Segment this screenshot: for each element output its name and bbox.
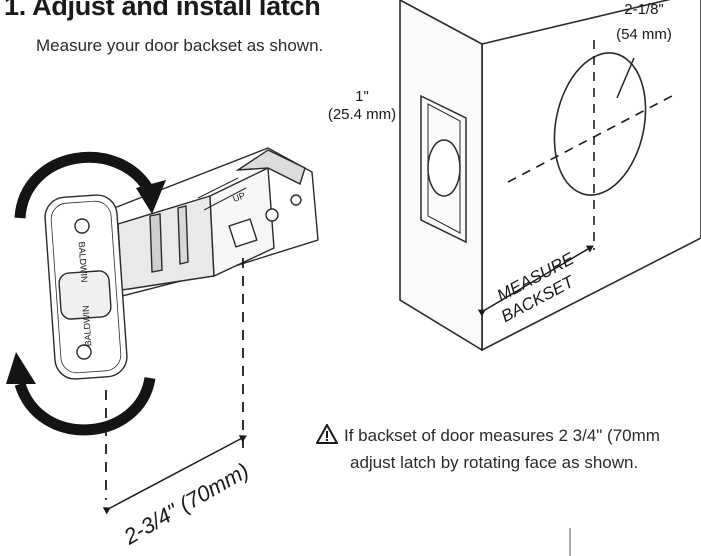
latch-illustration: [44, 147, 319, 380]
centerlines: [507, 40, 673, 250]
page-title: 1. Adjust and install latch: [4, 0, 321, 21]
edge-bore-label: 1": [355, 88, 369, 105]
warning-triangle-icon: [316, 424, 338, 444]
cross-bore-hole: [553, 52, 647, 196]
rotate-arrow-head-bottom: [6, 352, 36, 384]
edge-bore-metric-label: (25.4 mm): [328, 106, 396, 123]
hole-size-label: 2-1/8": [624, 1, 664, 18]
brand-engraving-top: BALDWIN: [77, 241, 90, 283]
edge-bore: [420, 94, 467, 244]
rotation-arrows: [14, 151, 156, 436]
latch-dimension-label: 2-3/4" (70mm): [119, 458, 253, 550]
note-line-1: If backset of door measures 2 3/4" (70mm: [344, 426, 660, 445]
backset-dimension: [477, 245, 594, 317]
hole-size-metric-label: (54 mm): [616, 26, 672, 43]
brand-engraving-bottom: BALDWIN: [81, 305, 94, 347]
note-line-2: adjust latch by rotating face as shown.: [350, 453, 639, 472]
backset-note: If backset of door measures 2 3/4" (70mm…: [316, 422, 660, 476]
latch-dimension-arrow: [102, 435, 247, 515]
hole-leader-line: [616, 57, 635, 99]
rotate-arrow-head-top: [136, 180, 166, 214]
up-marker: UP: [231, 190, 246, 204]
page-subtitle: Measure your door backset as shown.: [36, 36, 324, 55]
